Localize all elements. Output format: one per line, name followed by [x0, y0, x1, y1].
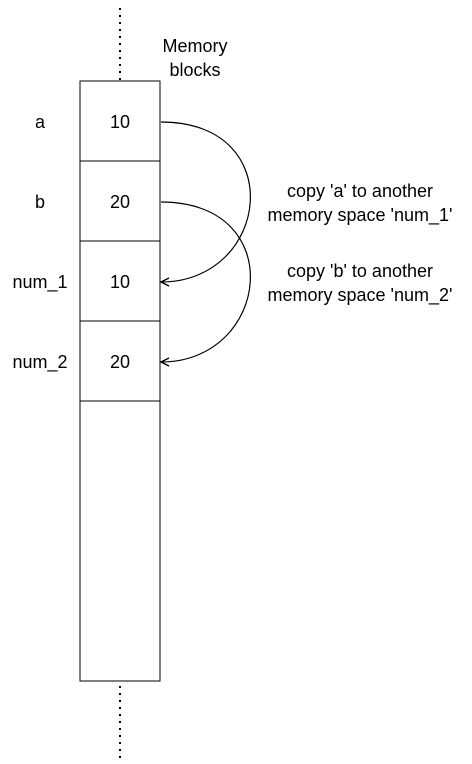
memory-blocks-label-line1: Memory — [162, 36, 227, 56]
variable-label-b: b — [35, 192, 45, 212]
annotation-copy-b-line1: copy 'b' to another — [287, 261, 433, 281]
copy-arrow-b-to-num-2 — [161, 201, 251, 362]
block-a-value: 10 — [110, 112, 130, 132]
variable-label-num-2: num_2 — [12, 352, 67, 373]
memory-blocks-label-line2: blocks — [169, 60, 220, 80]
annotation-copy-b-line2: memory space 'num_2' — [268, 285, 453, 306]
copy-arrow-a-to-num-1 — [161, 121, 251, 282]
variable-label-num-1: num_1 — [12, 272, 67, 293]
variable-label-a: a — [35, 112, 46, 132]
block-b-value: 20 — [110, 192, 130, 212]
annotation-copy-a-line2: memory space 'num_1' — [268, 205, 453, 226]
annotation-copy-a-line1: copy 'a' to another — [287, 181, 433, 201]
memory-column — [79, 80, 161, 682]
block-num-2-value: 20 — [110, 352, 130, 372]
block-num-1-value: 10 — [110, 272, 130, 292]
